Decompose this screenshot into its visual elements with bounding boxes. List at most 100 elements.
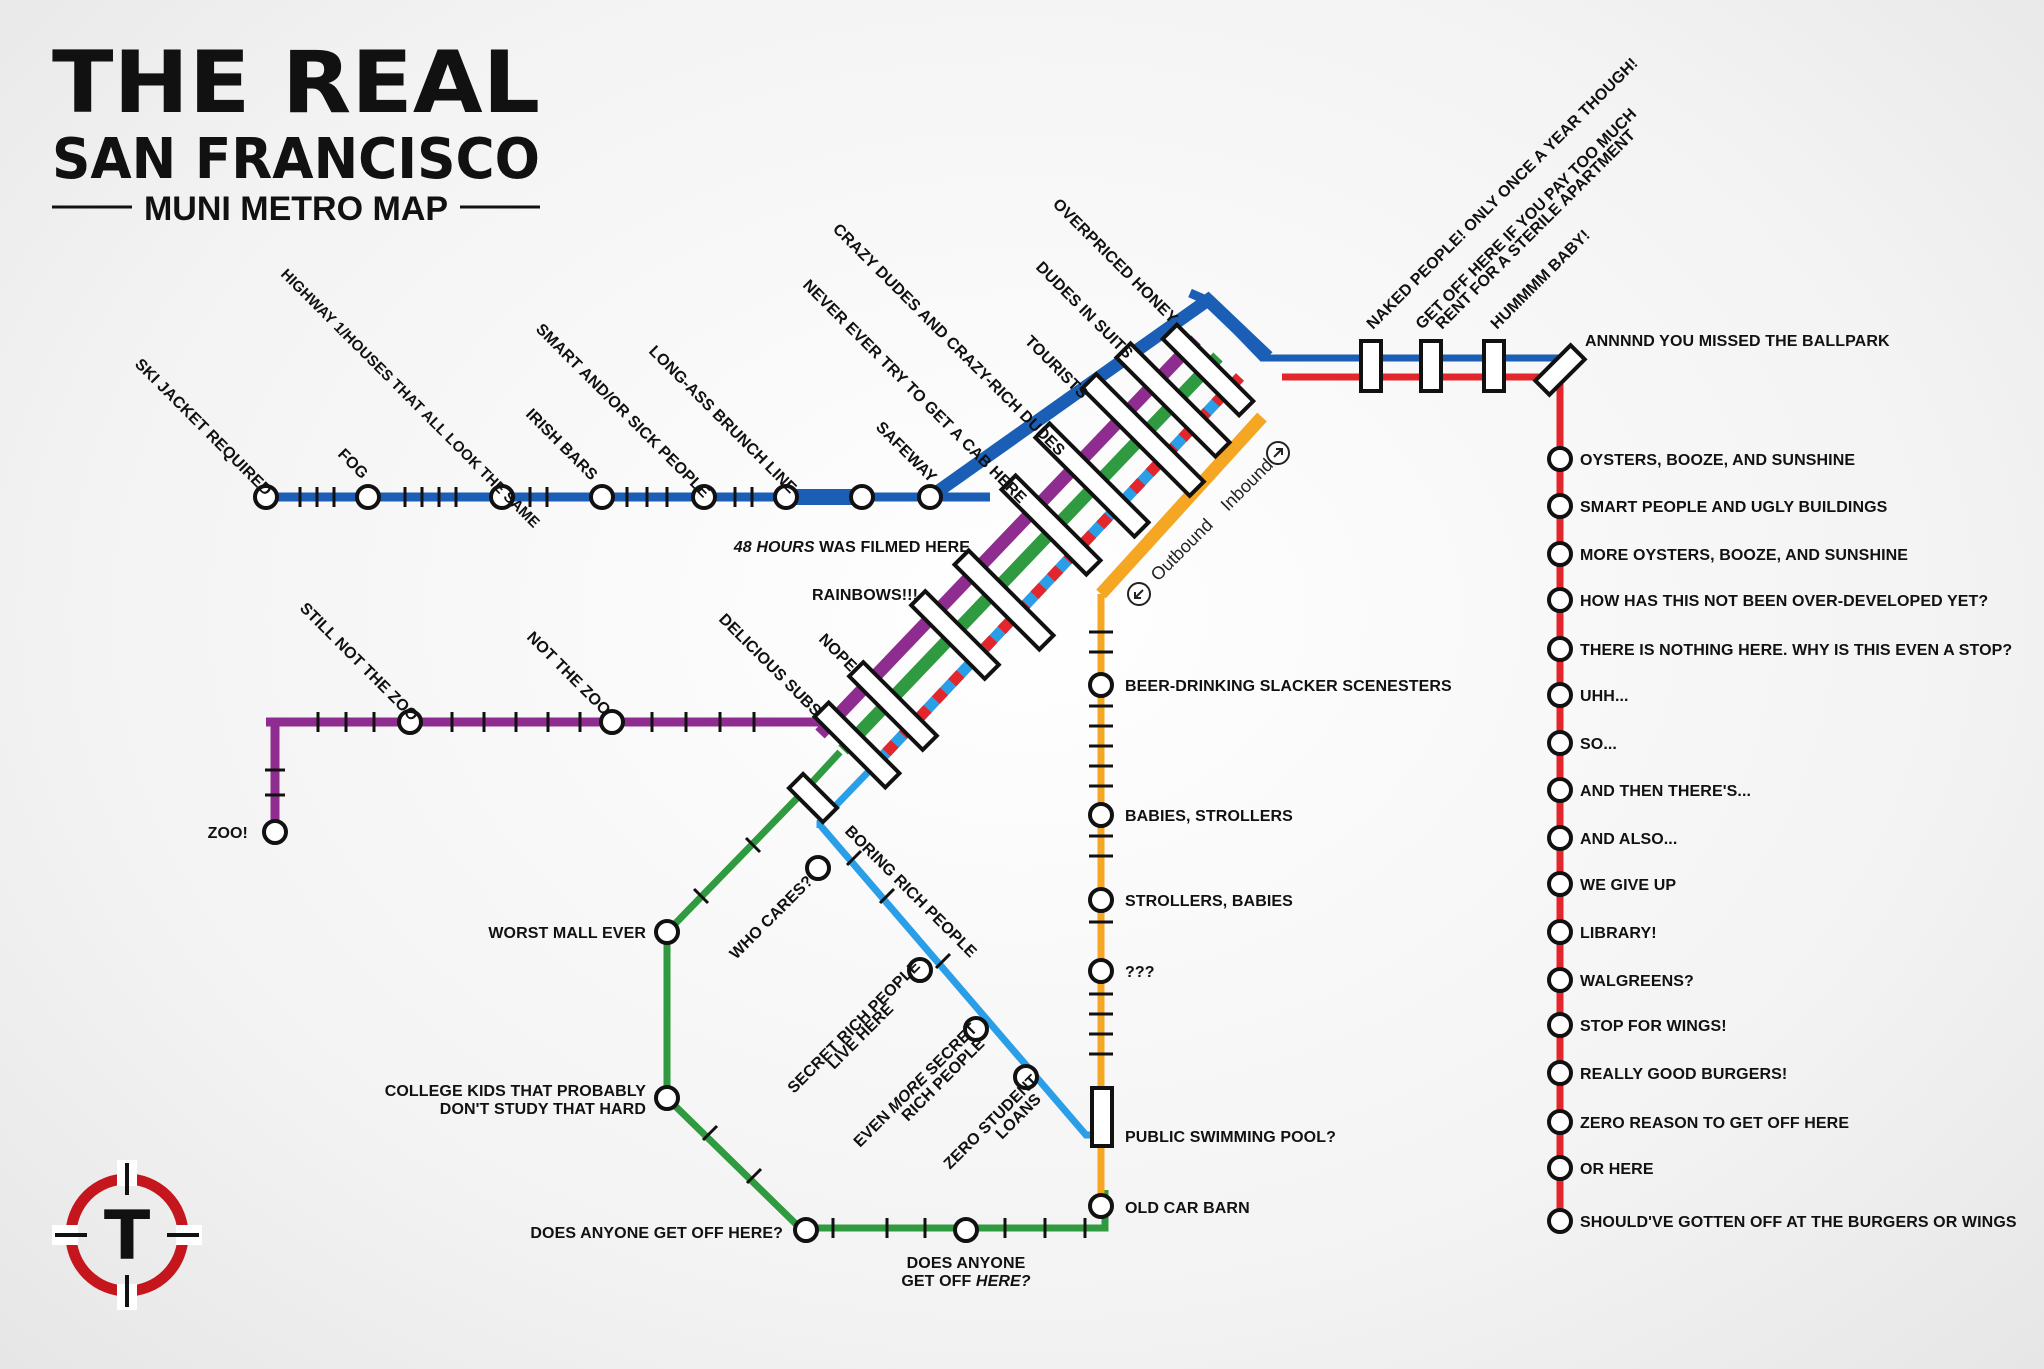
stop-safeway-west[interactable] — [849, 484, 875, 510]
stop-qqq[interactable] — [1088, 958, 1114, 984]
platform-crazy[interactable] — [1032, 420, 1152, 540]
t-line-stop[interactable] — [1547, 493, 1573, 519]
stop-not-zoo[interactable] — [599, 709, 625, 735]
label-tourists: TOURISTS — [1021, 333, 1091, 403]
platform-rainbows[interactable] — [908, 588, 1002, 682]
stop-who-cares[interactable] — [805, 855, 831, 881]
label-zero-loans-line1: ZERO STUDENT — [941, 1072, 1042, 1173]
t-line-stop[interactable] — [1547, 587, 1573, 613]
label-babies: BABIES, STROLLERS — [1125, 808, 1293, 825]
j-line — [1088, 594, 1114, 1219]
l-line — [262, 709, 820, 845]
n-line — [253, 288, 1208, 510]
platform-nope[interactable] — [846, 659, 940, 753]
t-line-stop-label: OYSTERS, BOOZE, AND SUNSHINE — [1580, 452, 1855, 469]
stop-even-more-secret[interactable] — [963, 1016, 989, 1042]
stop-pool[interactable] — [1090, 1086, 1114, 1148]
trunk-lines — [815, 291, 1273, 774]
platform-cab[interactable] — [998, 472, 1104, 578]
label-qqq: ??? — [1125, 964, 1155, 981]
stop-fog[interactable] — [355, 484, 381, 510]
label-who-cares: WHO CARES? — [727, 873, 817, 963]
t-line-stop[interactable] — [1547, 730, 1573, 756]
t-line-stop[interactable] — [1547, 636, 1573, 662]
label-nope: NOPE — [815, 631, 860, 676]
stop-babies[interactable] — [1088, 802, 1114, 828]
t-line-stop[interactable] — [1547, 919, 1573, 945]
platform-west-portal[interactable] — [786, 771, 840, 825]
platform-honey[interactable] — [1159, 321, 1257, 419]
platform-ballpark[interactable] — [1532, 342, 1588, 398]
t-line-stop[interactable] — [1547, 1109, 1573, 1135]
t-line-stop[interactable] — [1547, 871, 1573, 897]
stop-car-barn[interactable] — [1088, 1193, 1114, 1219]
platform-suits[interactable] — [1113, 340, 1233, 460]
t-line-stop-label: REALLY GOOD BURGERS! — [1580, 1066, 1787, 1083]
t-line-stop-label: UHH... — [1580, 688, 1629, 705]
stop-beer[interactable] — [1088, 672, 1114, 698]
t-line-stop-label: SMART PEOPLE AND UGLY BUILDINGS — [1580, 499, 1888, 516]
title-line3: MUNI METRO MAP — [144, 190, 448, 228]
t-line-stop[interactable] — [1547, 1012, 1573, 1038]
stop-safeway[interactable] — [917, 484, 943, 510]
label-ski: SKI JACKET REQUIRED — [131, 356, 274, 499]
label-brunch: LONG-ASS BRUNCH LINE — [645, 343, 799, 497]
trunk-platforms — [786, 321, 1588, 825]
t-line-stop[interactable] — [1547, 967, 1573, 993]
t-line-stop[interactable] — [1547, 1155, 1573, 1181]
label-car-barn: OLD CAR BARN — [1125, 1200, 1250, 1217]
t-line-stop-label: THERE IS NOTHING HERE. WHY IS THIS EVEN … — [1580, 642, 2012, 659]
label-college-line2: DON'T STUDY THAT HARD — [440, 1101, 646, 1118]
stop-zero-loans[interactable] — [1013, 1064, 1039, 1090]
t-line-stop[interactable] — [1547, 541, 1573, 567]
t-line-stop[interactable] — [1547, 1060, 1573, 1086]
t-line-stops: OYSTERS, BOOZE, AND SUNSHINE SMART PEOPLE… — [1547, 446, 2017, 1234]
stop-smart-sick[interactable] — [691, 484, 717, 510]
label-subs: DELICIOUS SUBS — [715, 611, 824, 720]
label-48-hours: 48 HOURS WAS FILMED HERE — [733, 539, 970, 556]
label-irish: IRISH BARS — [522, 406, 600, 484]
platform-tourists[interactable] — [1079, 371, 1207, 499]
label-smart-sick: SMART AND/OR SICK PEOPLE — [532, 321, 713, 502]
t-line-stop-label: AND ALSO... — [1580, 831, 1677, 848]
stop-secret-rich[interactable] — [907, 957, 933, 983]
label-boring: BORING RICH PEOPLE — [841, 823, 980, 962]
muni-logo: T — [52, 1160, 202, 1310]
platform-subs[interactable] — [811, 699, 903, 791]
platform-hours[interactable] — [951, 547, 1057, 653]
stop-strollers[interactable] — [1088, 887, 1114, 913]
trunk-green — [838, 352, 1223, 755]
label-fog: FOG — [334, 446, 371, 483]
t-line-stop[interactable] — [1547, 1208, 1573, 1234]
label-anyone2-line2: GET OFF HERE? — [901, 1273, 1030, 1290]
t-line-stop-label: WE GIVE UP — [1580, 877, 1676, 894]
inbound-arrow-icon — [1266, 441, 1290, 465]
t-line-stop-label: STOP FOR WINGS! — [1580, 1018, 1727, 1035]
t-line-stop-label: ZERO REASON TO GET OFF HERE — [1580, 1115, 1849, 1132]
platform-hummm[interactable] — [1482, 339, 1506, 393]
stop-worst-mall[interactable] — [654, 919, 680, 945]
t-line-stop[interactable] — [1547, 446, 1573, 472]
t-line-stop-label: OR HERE — [1580, 1161, 1654, 1178]
stop-irish-bars[interactable] — [589, 484, 615, 510]
stop-zoo[interactable] — [262, 819, 288, 845]
t-line-stop[interactable] — [1547, 825, 1573, 851]
logo-letter: T — [104, 1197, 151, 1276]
t-line-stop-label: AND THEN THERE'S... — [1580, 783, 1751, 800]
stop-brunch[interactable] — [773, 484, 799, 510]
stop-college-kids[interactable] — [654, 1085, 680, 1111]
stop-highway[interactable] — [489, 484, 515, 510]
t-line-stop[interactable] — [1547, 682, 1573, 708]
label-safeway: SAFEWAY — [872, 419, 940, 487]
label-strollers: STROLLERS, BABIES — [1125, 893, 1293, 910]
label-college-line1: COLLEGE KIDS THAT PROBABLY — [385, 1083, 647, 1100]
stop-ski-jacket[interactable] — [253, 484, 279, 510]
outbound-arrow-icon — [1127, 582, 1151, 606]
t-line-stop[interactable] — [1547, 777, 1573, 803]
platform-rent[interactable] — [1419, 339, 1443, 393]
map-title: THE REAL SAN FRANCISCO MUNI METRO MAP — [52, 33, 540, 228]
stop-anyone[interactable] — [793, 1217, 819, 1243]
stop-still-not-zoo[interactable] — [397, 709, 423, 735]
platform-naked[interactable] — [1359, 339, 1383, 393]
stop-anyone-here[interactable] — [953, 1217, 979, 1243]
